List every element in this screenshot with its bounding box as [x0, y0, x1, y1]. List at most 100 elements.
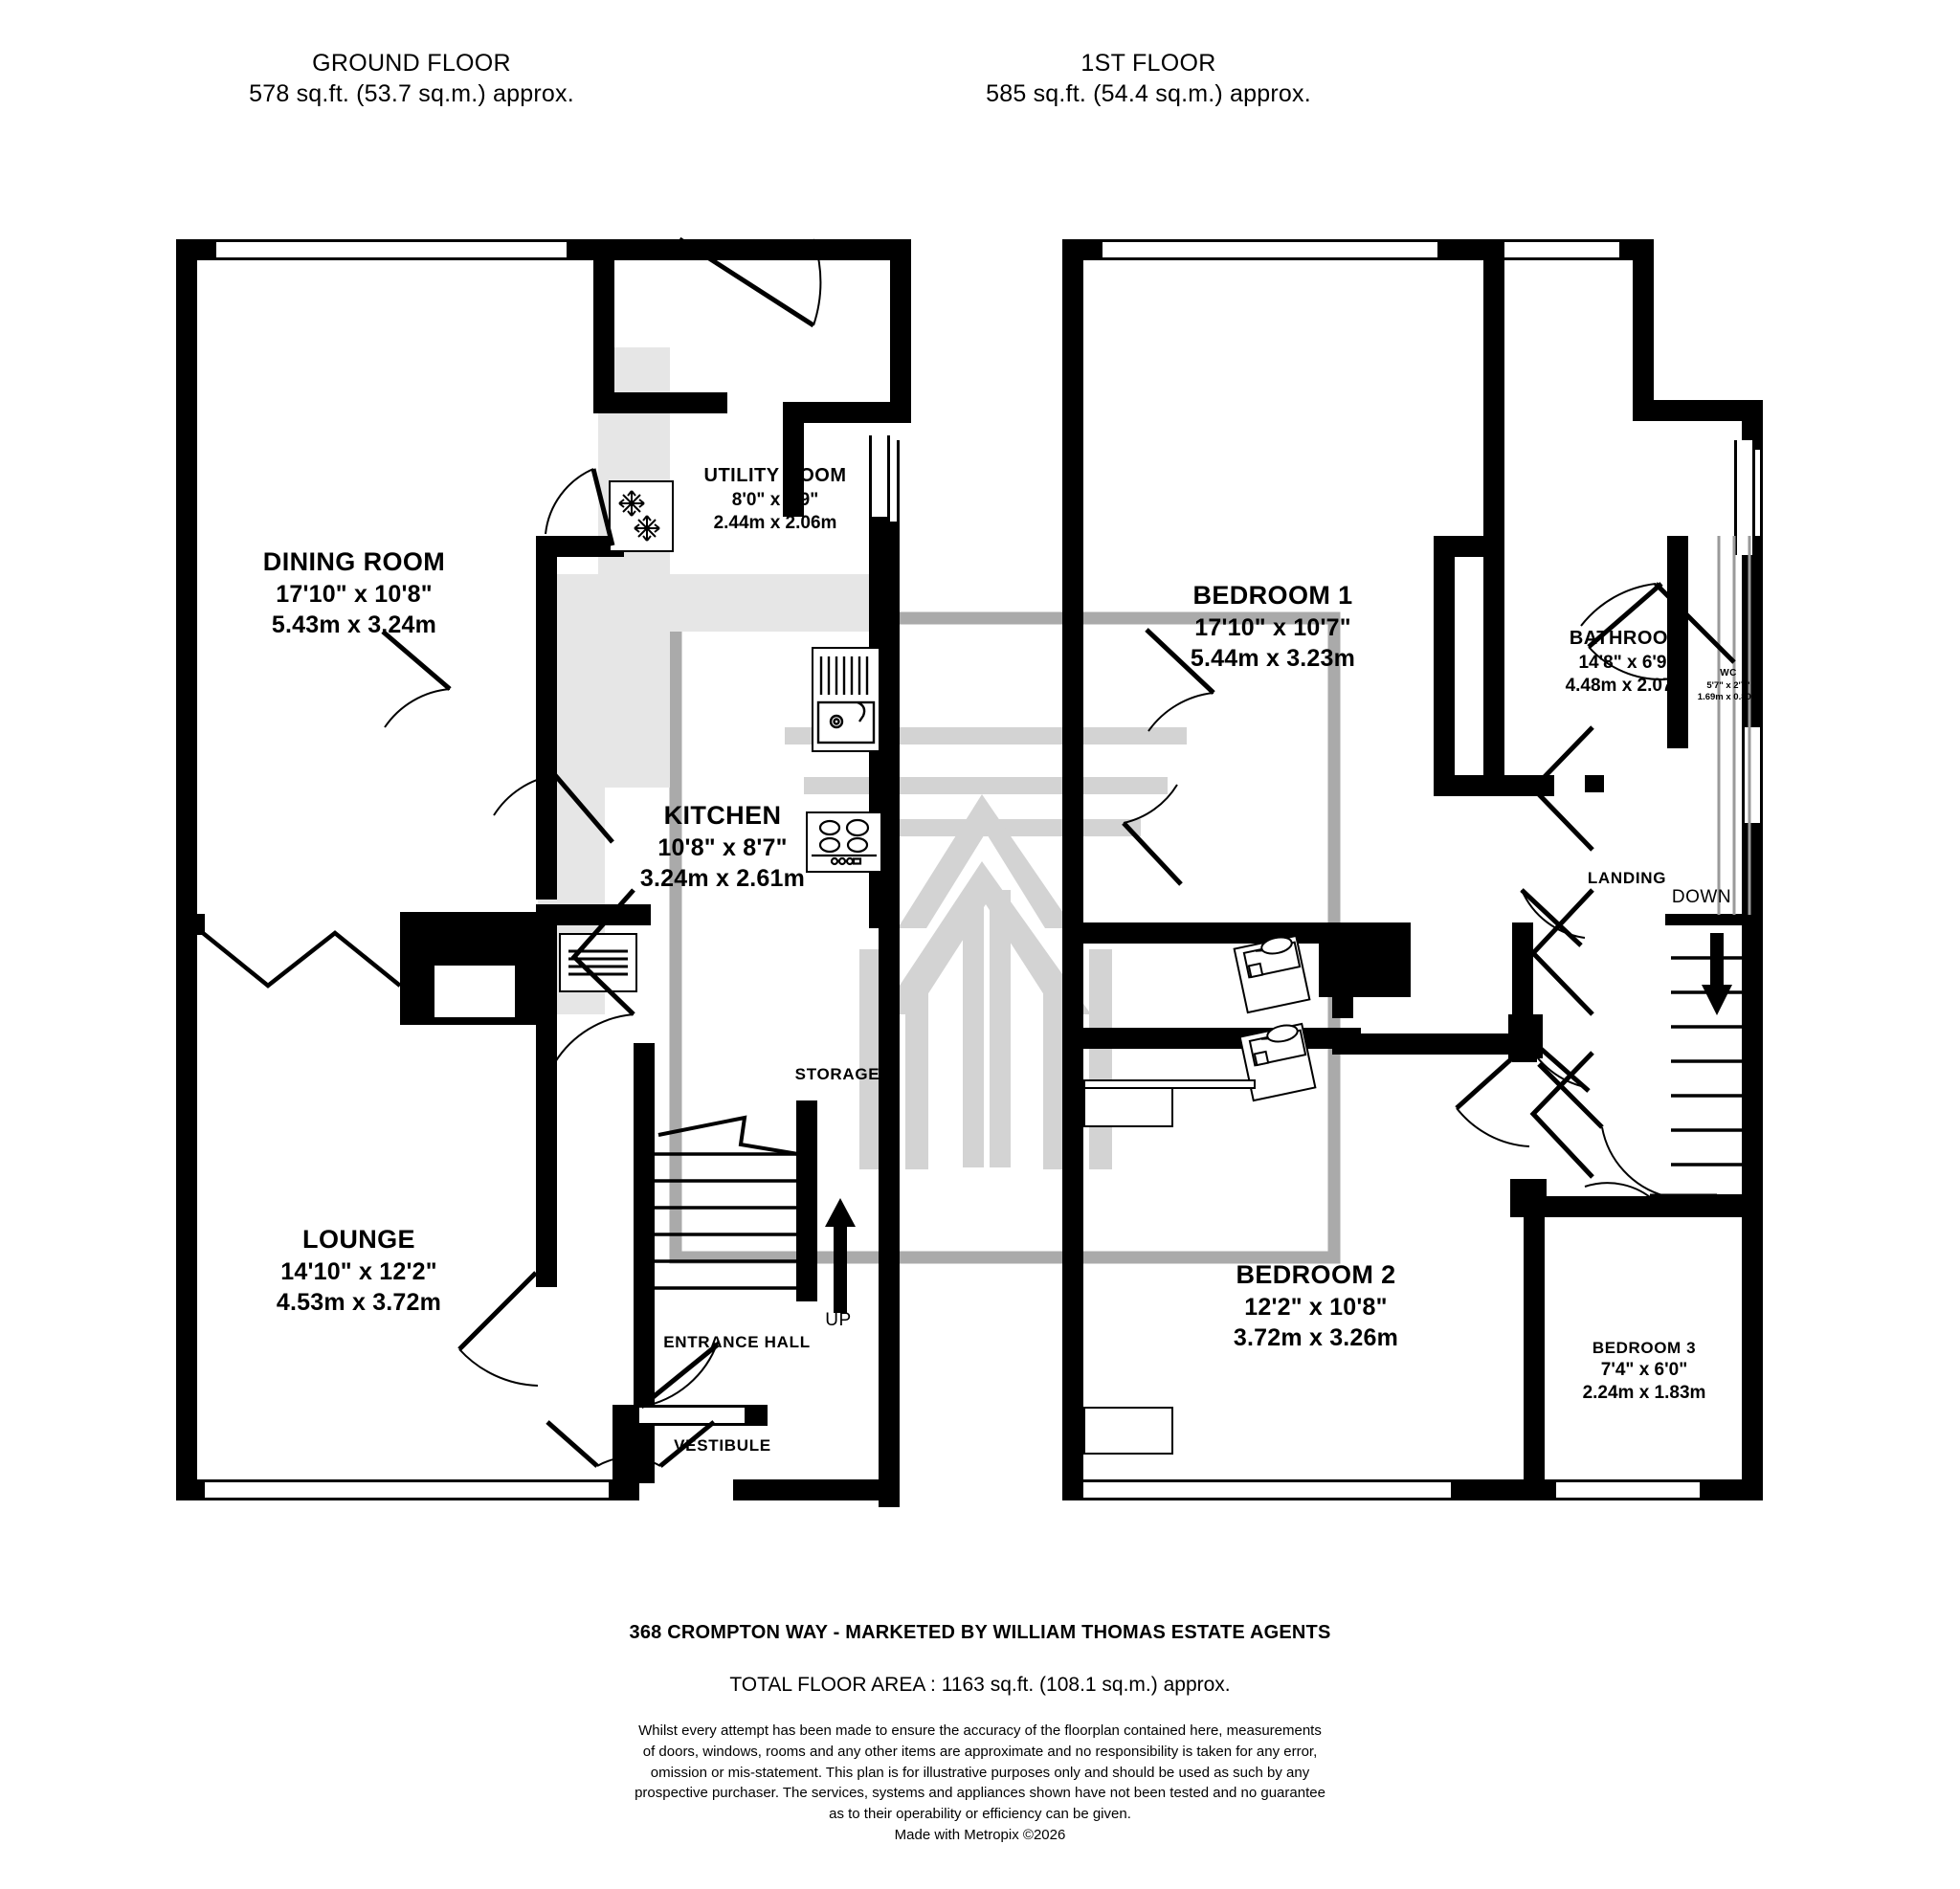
gf-window-utility-right: [869, 435, 890, 541]
ff-storage-label: STORAGE: [1388, 1040, 1474, 1058]
dining-room-label: DINING ROOM 17'10" x 10'8" 5.43m x 3.24m: [182, 545, 526, 640]
ff-wall-right-mid: [1742, 536, 1763, 727]
wc-imperial: 5'7" x 2'7": [1706, 679, 1750, 691]
ff-wall-bed2-right: [1524, 1196, 1545, 1500]
gf-door-swings: [201, 236, 822, 1468]
ff-window-bottom-1: [1083, 1479, 1451, 1500]
ff-window-wc: [1734, 440, 1755, 555]
gf-floor-area: 578 sq.ft. (53.7 sq.m.) approx.: [249, 80, 574, 107]
gf-wall-left: [176, 239, 197, 1500]
gf-wall-utility-left: [536, 536, 557, 900]
ff-landing-wall-stub3: [1510, 1179, 1547, 1217]
gf-wall-right-jog: [783, 402, 911, 423]
bedroom-1-label: BEDROOM 1 17'10" x 10'7" 5.44m x 3.23m: [1101, 579, 1445, 674]
vestibule-label: VESTIBULE: [674, 1436, 771, 1455]
ff-window-bottom-2: [1556, 1479, 1700, 1500]
kitchen-floor-shading-2: [598, 574, 885, 632]
ff-wall-bath-bottom2: [1434, 536, 1455, 785]
bedroom-1-imperial: 17'10" x 10'7": [1194, 613, 1351, 641]
ff-wall-bed1-right: [1483, 239, 1504, 545]
bedroom-1-metric: 5.44m x 3.23m: [1190, 644, 1356, 672]
disclaimer-line-5: as to their operability or efficiency ca…: [829, 1806, 1131, 1822]
gf-window-top: [216, 239, 567, 260]
gf-radiator-lines: [568, 949, 628, 976]
footer-total-area: TOTAL FLOOR AREA : 1163 sq.ft. (108.1 sq…: [729, 1674, 1231, 1696]
gf-stairs-wall-right: [796, 1100, 817, 1301]
bedroom-2-imperial: 12'2" x 10'8": [1244, 1293, 1388, 1321]
footer-credit: Made with Metropix ©2026: [894, 1826, 1066, 1843]
bedroom-2-metric: 3.72m x 3.26m: [1233, 1323, 1399, 1351]
kitchen-sink-icon: [816, 656, 876, 744]
kitchen-name: KITCHEN: [663, 801, 782, 830]
bathroom-name: BATHROOM: [1569, 628, 1685, 649]
disclaimer-line-4: prospective purchaser. The services, sys…: [635, 1785, 1325, 1802]
ff-window-right-mid: [1742, 727, 1763, 833]
footer-disclaimer: Whilst every attempt has been made to en…: [310, 1721, 1650, 1846]
gf-wall-utility-bottom: [536, 536, 624, 557]
ff-landing-wall-stub1: [1585, 775, 1604, 792]
gf-wall-bottom-corner: [176, 1479, 205, 1500]
gf-wall-lounge-left-stub: [176, 914, 205, 935]
cooker-hob-icon: [812, 818, 877, 866]
ff-wall-top-mid: [1437, 239, 1485, 260]
landing-label: LANDING: [1587, 869, 1667, 887]
stairs-up-arrow-icon: [825, 1198, 856, 1313]
gf-wall-utility-top: [593, 392, 727, 413]
utility-room-metric: 2.44m x 2.06m: [713, 512, 837, 533]
utility-floor-shading: [598, 347, 670, 788]
bedroom-2-name: BEDROOM 2: [1236, 1260, 1396, 1289]
gf-title-block: GROUND FLOOR 578 sq.ft. (53.7 sq.m.) app…: [220, 48, 603, 109]
gf-wall-lounge-right2: [634, 1273, 655, 1483]
ff-wall-bottom-right: [1700, 1479, 1763, 1500]
kitchen-imperial: 10'8" x 8'7": [657, 833, 788, 861]
gf-kitchen-sink: [812, 647, 880, 752]
gf-staircase: [653, 1115, 799, 1290]
disclaimer-line-1: Whilst every attempt has been made to en…: [638, 1722, 1322, 1739]
ff-wall-bed1-bottom: [1083, 922, 1332, 944]
gf-wall-utility-right: [783, 411, 804, 517]
gf-wall-dining-right: [593, 239, 614, 411]
disclaimer-line-2: of doors, windows, rooms and any other i…: [642, 1743, 1318, 1760]
ff-window-top-1: [1102, 239, 1437, 260]
wardrobe-icon: [1238, 1022, 1317, 1102]
bedroom-3-imperial: 7'4" x 6'0": [1600, 1359, 1688, 1380]
wc-label: WC 5'7" x 2'7" 1.69m x 0.80m: [1671, 668, 1786, 703]
lounge-imperial: 14'10" x 12'2": [280, 1257, 437, 1285]
gf-stairs-wall-left: [634, 1100, 655, 1301]
gf-wall-top-left: [176, 239, 216, 260]
bathroom-label: BATHROOM 14'8" x 6'9" 4.48m x 2.07m: [1488, 627, 1766, 698]
gf-wall-bottom-right: [733, 1479, 900, 1500]
ff-wall-left: [1062, 239, 1083, 1500]
bedroom-2-label: BEDROOM 2 12'2" x 10'8" 3.72m x 3.26m: [1158, 1258, 1474, 1353]
bathroom-imperial: 14'8" x 6'9": [1578, 652, 1676, 673]
lounge-name: LOUNGE: [302, 1225, 415, 1254]
footer-address: 368 CROMPTON WAY - MARKETED BY WILLIAM T…: [629, 1622, 1331, 1643]
ff-wall-bathroom-base: [1434, 775, 1554, 796]
wc-metric: 1.69m x 0.80m: [1697, 691, 1760, 702]
ff-wall-top-left: [1062, 239, 1102, 260]
ff-wall-storage-left: [1332, 922, 1353, 1018]
gf-window-bottom: [197, 1479, 609, 1500]
ff-wall-right-jog: [1633, 400, 1763, 421]
ff-stairs-wall-right: [1742, 914, 1763, 1211]
ff-landing-banister: [1717, 536, 1751, 915]
gf-wall-right-lower2: [879, 923, 900, 1507]
gf-wall-top-right: [567, 239, 911, 260]
bedroom-3-label: BEDROOM 3 7'4" x 6'0" 2.24m x 1.83m: [1529, 1338, 1759, 1405]
dining-room-metric: 5.43m x 3.24m: [271, 611, 437, 638]
bedroom-3-metric: 2.24m x 1.83m: [1582, 1383, 1706, 1404]
ff-wall-bath-left: [1483, 536, 1504, 794]
utility-room-label: UTILITY ROOM 8'0" x 6'9" 2.44m x 2.06m: [632, 464, 919, 535]
ff-floor-area: 585 sq.ft. (54.4 sq.m.) approx.: [986, 80, 1311, 107]
gf-up-label: UP: [825, 1310, 852, 1330]
ff-stairs-wall-bottom: [1652, 1194, 1763, 1215]
gf-wall-vestibule-left: [612, 1405, 634, 1500]
bathroom-metric: 4.48m x 2.07m: [1565, 675, 1689, 696]
gf-wall-vestibule-topright: [745, 1405, 768, 1426]
dining-room-name: DINING ROOM: [262, 547, 446, 576]
gf-fireplace-shape: [400, 912, 549, 1025]
gf-wall-kitchen-bottom: [536, 904, 651, 925]
ff-bed2-panel: [1083, 1407, 1173, 1455]
ff-bed1-panel-2: [1083, 1079, 1256, 1089]
